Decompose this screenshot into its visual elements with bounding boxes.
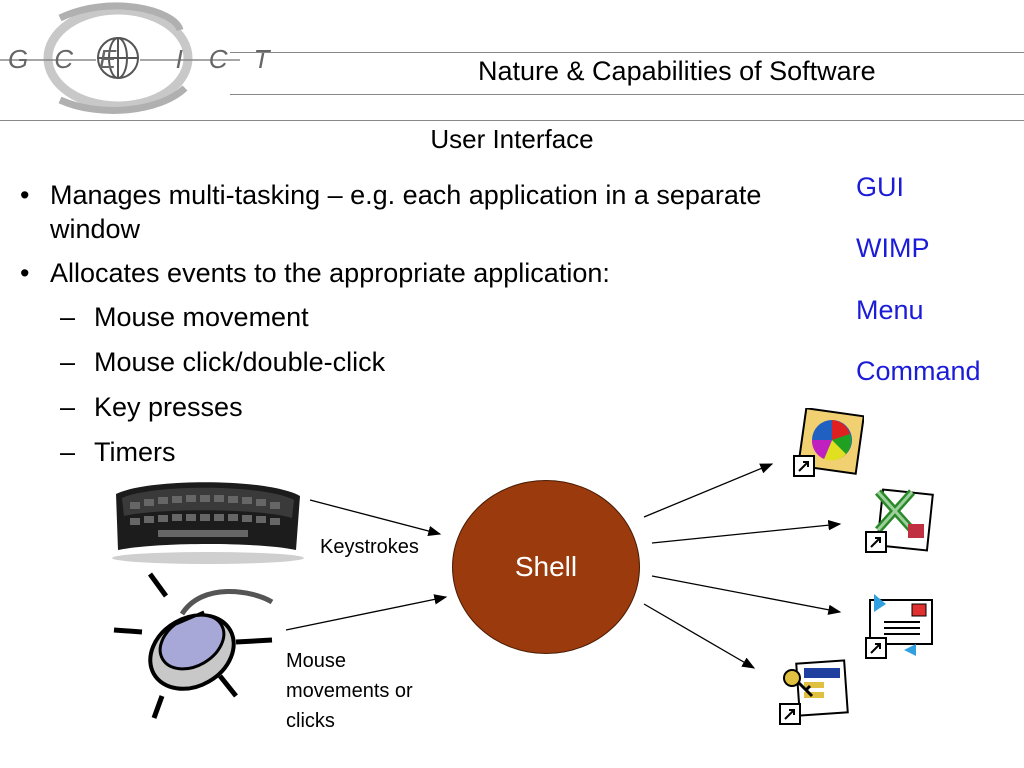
shell-label: Shell xyxy=(514,551,578,582)
sub-bullet-item: – Mouse movement xyxy=(20,300,800,334)
bullet-item: • Allocates events to the appropriate ap… xyxy=(20,256,800,290)
arrow-shell-to-mail xyxy=(651,575,842,615)
sub-bullet-marker: – xyxy=(60,347,76,377)
sub-bullet-text: Timers xyxy=(94,437,176,467)
keystrokes-label: Keystrokes xyxy=(320,536,419,558)
bullet-text: Manages multi-tasking – e.g. each applic… xyxy=(50,180,762,244)
mouse-events-label: Mouse movements or clicks xyxy=(286,646,413,736)
bullet-list: • Manages multi-tasking – e.g. each appl… xyxy=(20,178,800,480)
arrow-shell-to-database xyxy=(643,603,756,669)
mouse-icon xyxy=(112,572,284,722)
sub-bullet-text: Mouse click/double-click xyxy=(94,347,386,377)
header-divider-main xyxy=(0,120,1024,121)
bullet-marker: • xyxy=(20,180,30,210)
sub-bullet-marker: – xyxy=(60,392,76,422)
logo: GCE ICT xyxy=(0,0,296,120)
sub-bullet-item: – Key presses xyxy=(20,390,800,424)
logo-text: GCE ICT xyxy=(8,44,296,74)
mouse-label-line: clicks xyxy=(286,710,335,732)
sub-bullet-text: Mouse movement xyxy=(94,302,309,332)
sub-bullet-text: Key presses xyxy=(94,392,243,422)
bullet-item: • Manages multi-tasking – e.g. each appl… xyxy=(20,178,800,246)
header-divider-top xyxy=(230,52,1024,53)
database-app-icon[interactable] xyxy=(778,656,850,728)
header-divider-bottom xyxy=(230,94,1024,95)
sub-bullet-marker: – xyxy=(60,302,76,332)
bullet-text: Allocates events to the appropriate appl… xyxy=(50,258,610,288)
mouse-label-line: movements or xyxy=(286,680,413,702)
paint-app-icon[interactable] xyxy=(792,407,865,480)
interface-type-wimp: WIMP xyxy=(856,233,930,263)
slide-title: Nature & Capabilities of Software xyxy=(478,56,876,86)
arrow-mouse-to-shell xyxy=(285,594,448,631)
spreadsheet-app-icon[interactable] xyxy=(864,484,936,556)
arrow-keyboard-to-shell xyxy=(309,499,442,537)
keyboard-icon xyxy=(108,474,308,566)
arrow-shell-to-paint xyxy=(643,463,774,518)
bullet-marker: • xyxy=(20,258,30,288)
interface-type-command: Command xyxy=(856,356,981,386)
interface-type-gui: GUI xyxy=(856,172,905,202)
section-subtitle: User Interface xyxy=(430,124,594,154)
shell-node: Shell xyxy=(452,480,640,654)
sub-bullet-item: – Timers xyxy=(20,435,800,469)
mouse-label-line: Mouse xyxy=(286,650,347,672)
mail-app-icon[interactable] xyxy=(864,590,936,662)
interface-type-menu: Menu xyxy=(856,295,924,325)
sub-bullet-item: – Mouse click/double-click xyxy=(20,345,800,379)
sub-bullet-marker: – xyxy=(60,437,76,467)
arrow-shell-to-spreadsheet xyxy=(651,520,842,544)
